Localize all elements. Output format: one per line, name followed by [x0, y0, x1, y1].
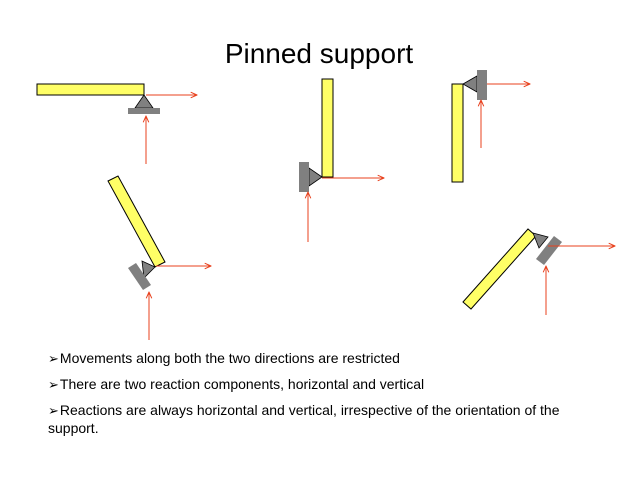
bullet-item: ➢Reactions are always horizontal and ver…	[48, 402, 608, 437]
bullet-arrow-icon: ➢	[48, 404, 59, 419]
pin-triangle	[141, 260, 156, 279]
support-base	[299, 162, 309, 192]
slide-title: Pinned support	[224, 38, 414, 69]
support-case-horizontal-beam	[36, 83, 197, 164]
bullet-text: Movements along both the two directions …	[59, 350, 400, 366]
support-base	[128, 108, 160, 114]
inclined-beam	[462, 228, 537, 310]
pin-triangle	[462, 75, 478, 93]
support-base	[477, 70, 487, 100]
vertical-column	[321, 78, 334, 178]
pin-triangle	[134, 94, 154, 109]
bullet-item: ➢There are two reaction components, hori…	[48, 376, 608, 394]
inclined-beam	[107, 175, 166, 268]
bullet-text: Reactions are always horizontal and vert…	[48, 402, 560, 436]
bullet-arrow-icon: ➢	[48, 352, 59, 367]
bullet-item: ➢Movements along both the two directions…	[48, 350, 608, 368]
bullet-list: ➢Movements along both the two directions…	[48, 350, 608, 445]
pin-triangle	[308, 167, 323, 187]
support-base	[536, 236, 562, 265]
support-case-inclined-beam-right	[462, 228, 615, 315]
support-case-vertical-column-left	[299, 78, 384, 242]
support-case-inclined-beam-left	[107, 175, 211, 340]
support-case-vertical-column-top	[451, 70, 530, 183]
horizontal-beam	[36, 83, 145, 96]
vertical-column	[451, 83, 464, 183]
support-base	[128, 263, 151, 290]
bullet-text: There are two reaction components, horiz…	[59, 376, 425, 392]
bullet-arrow-icon: ➢	[48, 378, 59, 393]
pin-triangle	[532, 232, 549, 249]
